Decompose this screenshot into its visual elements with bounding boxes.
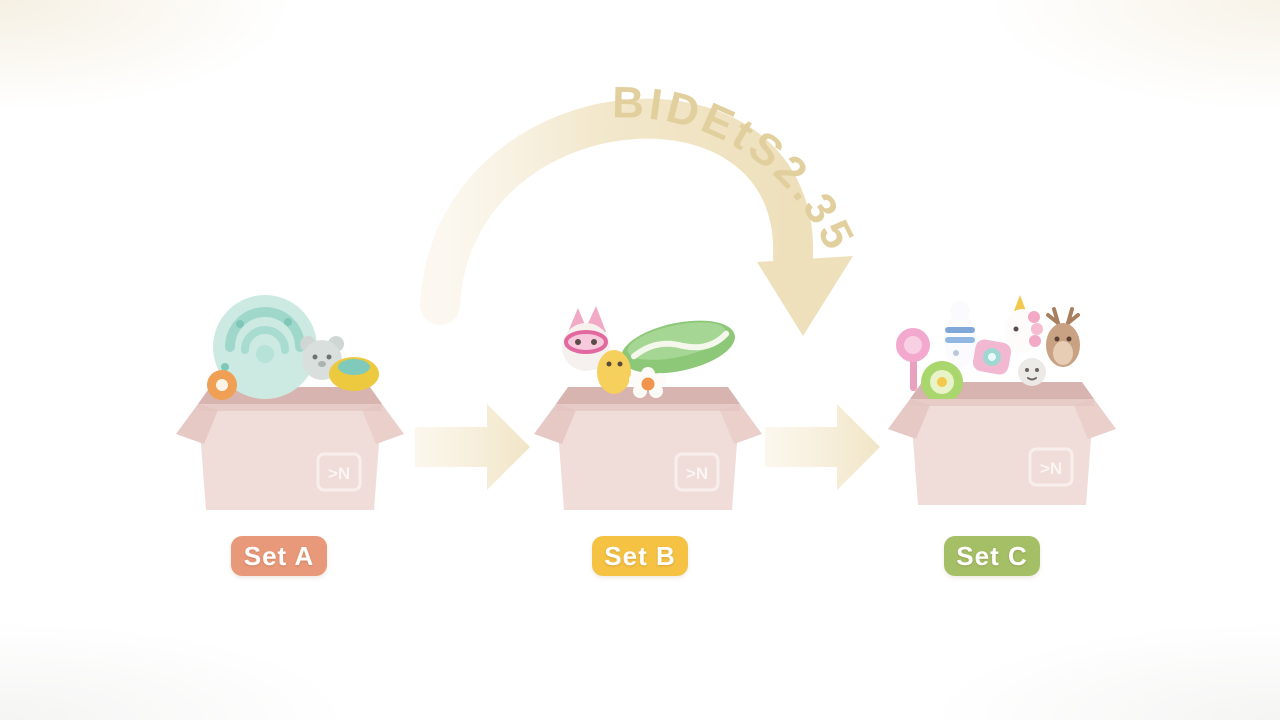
- toy-green-board-icon: [621, 320, 735, 374]
- box-right-flap: [1074, 399, 1116, 439]
- box-rim: [198, 404, 382, 411]
- toy-bowling-pin-icon: [944, 301, 976, 368]
- arrow-b-to-c-icon: [765, 404, 880, 490]
- arc-caption: BIDEtS2.35: [612, 78, 865, 260]
- box-right-flap: [720, 404, 762, 444]
- set-a-label: Set A: [231, 536, 327, 576]
- toy-gray-blob-icon: [1018, 358, 1046, 386]
- set-b-label: Set B: [592, 536, 688, 576]
- toy-orange-donut-icon: [207, 370, 237, 400]
- set-b-box: >N: [534, 306, 762, 510]
- box-stamp: >N: [1028, 447, 1074, 487]
- set-a-box: >N: [176, 295, 404, 510]
- toy-cat-plush-icon: [562, 306, 610, 371]
- cycle-arc-arrow: [420, 98, 814, 325]
- toy-pink-lollipop-icon: [896, 328, 930, 391]
- set-a-label-text: Set A: [243, 540, 315, 571]
- box-rim: [556, 404, 740, 411]
- box-stamp-text: >N: [1040, 459, 1062, 478]
- toy-yellow-chick-icon: [597, 350, 631, 394]
- arrow-a-to-b-icon: [415, 404, 530, 490]
- box-stamp: >N: [674, 452, 720, 492]
- box-left-flap: [534, 404, 576, 444]
- toy-mint-swirl-ball-icon: [213, 295, 317, 399]
- box-rim: [910, 399, 1094, 406]
- box-stamp-text: >N: [686, 464, 708, 483]
- set-c-label-text: Set C: [956, 540, 1028, 571]
- toy-deer-plush-icon: [1046, 307, 1080, 367]
- box-left-flap: [176, 404, 218, 444]
- box-stamp: >N: [316, 452, 362, 492]
- box-right-flap: [362, 404, 404, 444]
- cycle-arc-arrowhead-icon: [757, 256, 853, 336]
- box-opening: [556, 387, 740, 404]
- box-front: [556, 404, 740, 510]
- box-stamp-text: >N: [328, 464, 350, 483]
- box-left-flap: [888, 399, 930, 439]
- toy-white-flower-icon: [629, 367, 667, 398]
- set-c-box: >N: [888, 295, 1116, 505]
- box-front: [198, 404, 382, 510]
- box-front: [910, 399, 1094, 505]
- toy-pink-gadget-icon: [972, 339, 1012, 375]
- set-b-label-text: Set B: [604, 540, 676, 571]
- set-c-label: Set C: [944, 536, 1040, 576]
- toy-green-disc-icon: [921, 361, 963, 403]
- toy-unicorn-plush-icon: [1005, 295, 1043, 353]
- toy-yellow-cup-icon: [329, 357, 379, 391]
